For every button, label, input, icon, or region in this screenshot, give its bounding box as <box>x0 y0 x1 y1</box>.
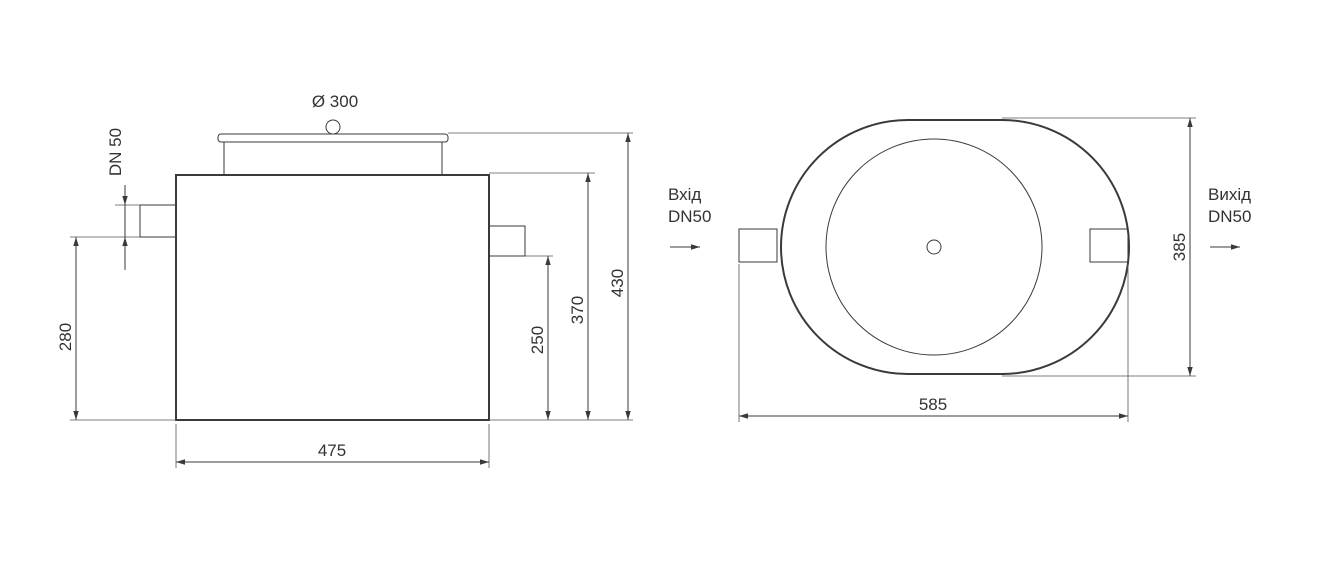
dim-475-label: 475 <box>318 441 346 460</box>
lid-handle-top <box>926 239 942 255</box>
dim-370-label: 370 <box>568 296 587 324</box>
tank-outline-top <box>780 119 1130 375</box>
outlet-label-line2: DN50 <box>1208 207 1251 226</box>
dim-385-label: 385 <box>1170 233 1189 261</box>
dim-280-label: 280 <box>56 323 75 351</box>
dim-lid-diameter-label: Ø 300 <box>312 92 358 111</box>
tank-neck <box>223 141 443 176</box>
dim-430-label: 430 <box>608 269 627 297</box>
inlet-pipe-top <box>738 228 778 263</box>
tank-body <box>175 174 490 421</box>
tank-lid-rim <box>217 133 449 143</box>
side-view: DN 50 280 250 370 430 475 Ø 300 <box>56 92 633 468</box>
dim-dn50-label: DN 50 <box>106 128 125 176</box>
inlet-label-line1: Вхід <box>668 185 701 204</box>
inlet-pipe <box>139 204 177 238</box>
outlet-pipe <box>488 225 526 257</box>
lid-handle <box>325 119 341 135</box>
inlet-label-line2: DN50 <box>668 207 711 226</box>
dim-585-label: 585 <box>919 395 947 414</box>
outlet-label-line1: Вихід <box>1208 185 1251 204</box>
dim-250-label: 250 <box>528 326 547 354</box>
top-view: 385 585 Вхід DN50 Вихід DN50 <box>668 117 1251 422</box>
outlet-pipe-top <box>1089 228 1129 263</box>
lid-circle-top <box>825 138 1043 356</box>
